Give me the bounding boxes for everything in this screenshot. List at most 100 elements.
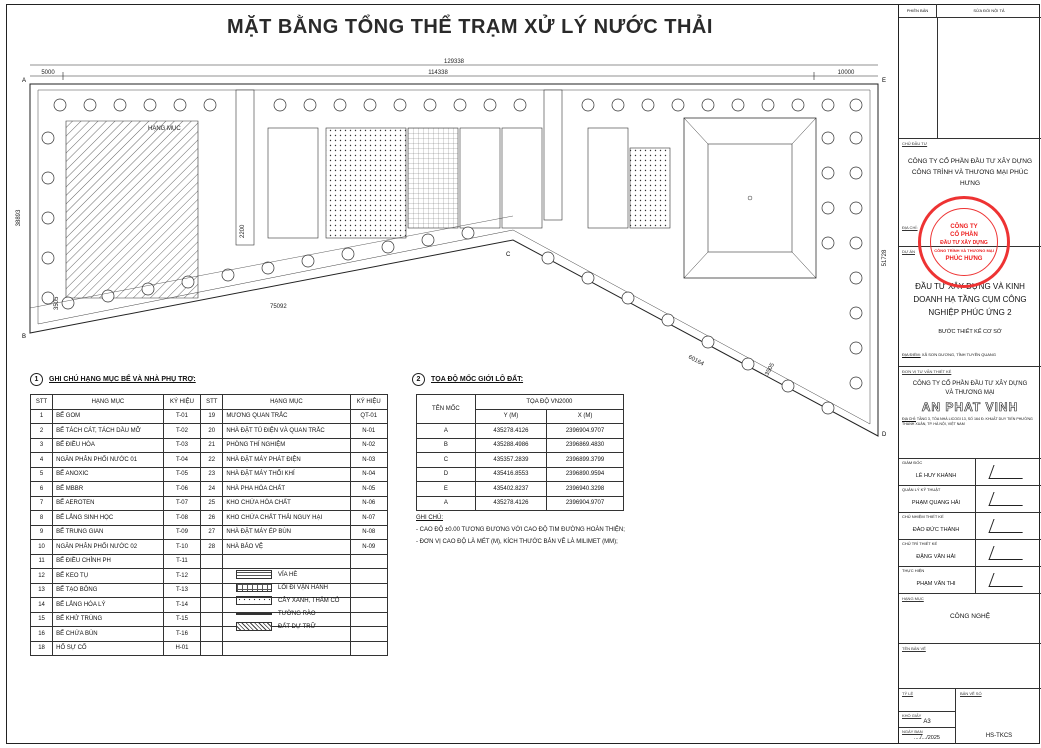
role-title: CHỦ NHIỆM THIẾT KẾ <box>902 514 944 519</box>
corner-a: A <box>22 78 26 84</box>
signature <box>988 465 1028 479</box>
drawing-title: MẶT BẰNG TỔNG THỂ TRẠM XỬ LÝ NƯỚC THẢI <box>227 16 713 38</box>
coords-col-y: Y (M) <box>474 408 548 424</box>
dim-right-offset: 10000 <box>838 70 855 76</box>
sheet-border <box>6 4 1040 744</box>
section1-heading: 1 GHI CHÚ HẠNG MỤC BỂ VÀ NHÀ PHỤ TRỢ: <box>30 373 196 386</box>
designer-address: TẦNG 3, TÒA NHÀ LICOGI 13, SỐ 164 Đ. KHU… <box>902 417 1033 426</box>
designer-brand: AN PHAT VINH <box>921 400 1019 414</box>
corner-d: D <box>882 432 887 438</box>
dim-small1: 2200 <box>240 224 246 238</box>
role-person: PHẠM VĂN THI <box>916 581 956 587</box>
dim-bottom-length: 75092 <box>270 304 287 310</box>
corner-c: C <box>506 252 511 258</box>
notes-title: GHI CHÚ: <box>416 515 443 521</box>
roles-list: GIÁM ĐỐC LÊ HUY KHÁNH QUẢN LÝ KỸ THUẬT PHẠM… <box>899 459 1041 594</box>
company-stamp: CÔNG TY CỔ PHẦN ĐẦU TƯ XÂY DỰNG CÔNG TRÌ… <box>918 196 1010 288</box>
section2-label: TỌA ĐỘ MỐC GIỚI LÔ ĐẤT: <box>431 376 524 383</box>
legend-item: LỐI ĐI VẬN HÀNH <box>236 581 396 594</box>
role-row: CHỦ TRÌ THIẾT KẾ ĐẶNG VĂN HẢI <box>899 540 1041 567</box>
coords-col-x: X (M) <box>546 408 624 424</box>
designer-name: CÔNG TY CỔ PHẦN ĐẦU TƯ XÂY DỰNG VÀ THƯƠN… <box>912 381 1028 396</box>
corner-e: E <box>882 78 886 84</box>
site-plan: 129338 5000 114338 10000 38893 51728 HẠN… <box>16 59 888 438</box>
role-person: LÊ HUY KHÁNH <box>915 473 957 479</box>
dim-small2: 3505 <box>54 296 60 310</box>
swatch-walkway <box>236 583 272 592</box>
drawing-name-box: TÊN BẢN VẼ <box>899 644 1041 689</box>
note-item: - ĐƠN VỊ CAO ĐỘ LÀ MÉT (M), KÍCH THƯỚC B… <box>416 539 618 545</box>
section2-heading: 2 TỌA ĐỘ MỐC GIỚI LÔ ĐẤT: <box>412 373 523 386</box>
legend-ref-label: HẠNG MỤC <box>148 126 181 132</box>
items-table: STT HẠNG MỤC KÝ HIỆU STT HẠNG MỤC KÝ HIỆ… <box>29 394 389 656</box>
section1-label: GHI CHÚ HẠNG MỤC BỂ VÀ NHÀ PHỤ TRỢ: <box>49 376 196 383</box>
legend-item: CÂY XANH, THẢM CỎ <box>236 594 396 607</box>
category-box: HẠNG MỤC CÔNG NGHỆ <box>899 594 1041 644</box>
items-table-header: STT HẠNG MỤC KÝ HIỆU STT HẠNG MỤC KÝ HIỆ… <box>29 394 389 410</box>
dim-left-offset: 5000 <box>41 70 55 76</box>
coords-col-name: TÊN MỐC <box>416 394 476 424</box>
dim-inner-width: 114338 <box>428 70 448 76</box>
role-row: GIÁM ĐỐC LÊ HUY KHÁNH <box>899 459 1041 486</box>
legend: VỈA HÈ LỐI ĐI VẬN HÀNH CÂY XANH, THẢM CỎ… <box>236 568 396 633</box>
coords-col-group: TỌA ĐỘ VN2000 <box>474 394 625 410</box>
notes: GHI CHÚ: - CAO ĐỘ ±0.00 TƯƠNG ĐƯƠNG VỚI … <box>416 512 886 548</box>
designer-box: ĐƠN VỊ TƯ VẤN THIẾT KẾ CÔNG TY CỔ PHẦN Đ… <box>899 367 1041 459</box>
signature <box>988 573 1028 587</box>
signature <box>988 519 1028 533</box>
swatch-reserve <box>236 622 272 631</box>
swatch-pavement <box>236 570 272 579</box>
role-person: ĐẶNG VĂN HẢI <box>916 554 956 560</box>
corner-b: B <box>22 334 26 340</box>
legend-item: ĐẤT DỰ TRỮ <box>236 620 396 633</box>
signature <box>988 492 1028 506</box>
role-row: THỰC HIỆN PHẠM VĂN THI <box>899 567 1041 594</box>
role-title: GIÁM ĐỐC <box>902 460 923 465</box>
legend-item: TƯỜNG RÀO <box>236 607 396 620</box>
paper-size: A3 <box>923 719 931 725</box>
role-title: QUẢN LÝ KỸ THUẬT <box>902 487 941 492</box>
signature <box>988 546 1028 560</box>
section2-number: 2 <box>412 373 425 386</box>
role-row: QUẢN LÝ KỸ THUẬT PHẠM QUANG HẢI <box>899 486 1041 513</box>
role-row: CHỦ NHIỆM THIẾT KẾ ĐÀO ĐỨC THÀNH <box>899 513 1041 540</box>
legend-item: VỈA HÈ <box>236 568 396 581</box>
site-location: XÃ SƠN DƯƠNG, TỈNH TUYÊN QUANG <box>921 352 996 357</box>
dim-total-width: 129338 <box>444 59 465 65</box>
dim-left-height: 38893 <box>16 209 22 226</box>
owner-name: CÔNG TY CỔ PHẦN ĐẦU TƯ XÂY DỰNG CÔNG TRÌ… <box>907 158 1033 187</box>
dim-small3: 3505 <box>764 362 776 377</box>
swatch-fence <box>236 612 272 615</box>
note-item: - CAO ĐỘ ±0.00 TƯƠNG ĐƯƠNG VỚI CAO ĐỘ TI… <box>416 527 625 533</box>
category-name: CÔNG NGHỆ <box>949 613 991 620</box>
revision-box: PHIÊN BẢN SỬA ĐỔI NỘI TẢ <box>899 3 1041 139</box>
role-title: THỰC HIỆN <box>902 568 925 573</box>
title-block: PHIÊN BẢN SỬA ĐỔI NỘI TẢ CHỦ ĐẦU TƯ CÔNG… <box>898 3 1041 744</box>
role-person: PHẠM QUANG HẢI <box>911 500 961 506</box>
swatch-greenery <box>236 596 272 605</box>
section1-number: 1 <box>30 373 43 386</box>
role-title: CHỦ TRÌ THIẾT KẾ <box>902 541 938 546</box>
dim-diag-length: 60164 <box>687 354 705 367</box>
role-person: ĐÀO ĐỨC THÀNH <box>912 527 960 533</box>
